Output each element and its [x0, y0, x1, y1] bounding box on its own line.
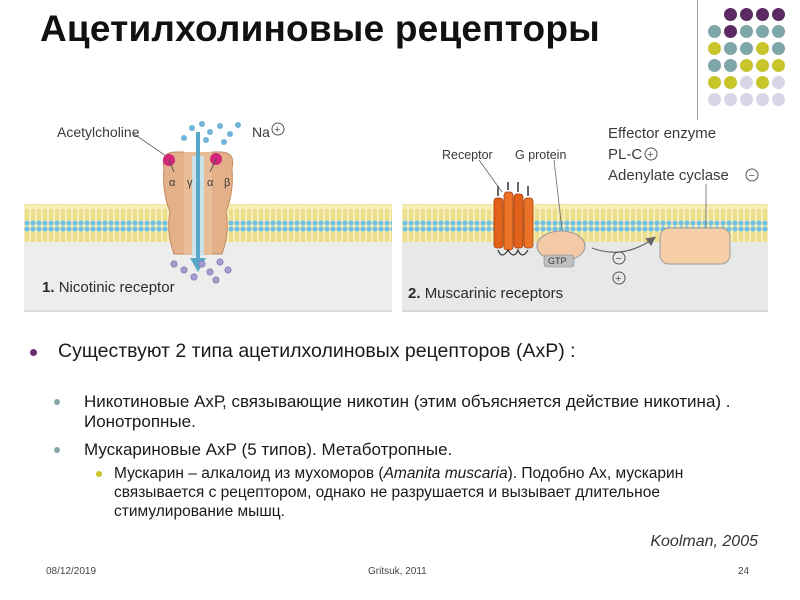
- decor-dot: [724, 42, 737, 55]
- decor-dot: [724, 25, 737, 38]
- decor-dot: [756, 93, 769, 106]
- svg-text:−: −: [749, 170, 755, 182]
- page-number: 24: [738, 566, 750, 577]
- negative-charge-icon: [745, 168, 759, 182]
- negative-regulation-icon: [612, 251, 626, 265]
- bullet-dot: [30, 349, 37, 356]
- decor-dot: [708, 76, 721, 89]
- muscarinic-panel: GTP − + Receptor G protein Effector enzy…: [402, 125, 768, 312]
- acetylcholine-label: Acetylcholine: [57, 124, 140, 140]
- decor-dot: [724, 76, 737, 89]
- decor-dot: [740, 42, 753, 55]
- decor-dot: [772, 93, 785, 106]
- receptor-helices: [493, 182, 534, 256]
- positive-charge-icon: [271, 122, 285, 136]
- bullet-dot: [54, 399, 60, 405]
- subunit-label: γ: [187, 177, 193, 189]
- receptor-label: Receptor: [442, 148, 493, 162]
- title-divider: [697, 0, 698, 120]
- footer-author: Gritsuk, 2011: [368, 566, 427, 577]
- decor-dot: [772, 42, 785, 55]
- decor-dot: [772, 25, 785, 38]
- decor-dot: [708, 59, 721, 72]
- decor-dot: [772, 8, 785, 21]
- decor-dot: [708, 93, 721, 106]
- decor-dot: [772, 76, 785, 89]
- gtp-label: GTP: [548, 256, 567, 266]
- subunit-label: α: [207, 177, 214, 189]
- decor-dot: [772, 59, 785, 72]
- decor-dot: [756, 8, 769, 21]
- decor-dot: [756, 76, 769, 89]
- svg-text:+: +: [615, 273, 621, 285]
- decor-dot: [740, 25, 753, 38]
- effector-enzyme: [659, 227, 731, 265]
- decor-dot: [724, 93, 737, 106]
- decor-dot: [724, 59, 737, 72]
- gprotein-label: G protein: [515, 148, 566, 162]
- receptor-diagram: Acetylcholine Na + α γ α β GTP: [24, 121, 768, 312]
- decor-dot: [756, 42, 769, 55]
- bullet-dot: [54, 447, 60, 453]
- subunit-label: α: [169, 177, 176, 189]
- plc-label: PL-C: [608, 146, 642, 163]
- muscarinic-caption: 2. Muscarinic receptors: [408, 285, 564, 302]
- sodium-label: Na: [252, 124, 270, 140]
- adenylate-cyclase-label: Adenylate cyclase: [608, 167, 729, 184]
- sodium-ions: [181, 121, 241, 145]
- nicotinic-caption: 1. Nicotinic receptor: [42, 279, 175, 296]
- decor-dot: [740, 59, 753, 72]
- decor-dot: [708, 25, 721, 38]
- effector-title: Effector enzyme: [608, 125, 716, 142]
- decor-dot: [740, 8, 753, 21]
- decor-dot: [724, 8, 737, 21]
- positive-charge-icon: [644, 147, 658, 161]
- decor-dot: [740, 93, 753, 106]
- svg-text:+: +: [647, 149, 653, 161]
- citation: Koolman, 2005: [650, 533, 758, 550]
- decor-dot: [708, 42, 721, 55]
- slide-title: Ацетилхолиновые рецепторы: [40, 8, 600, 49]
- svg-text:+: +: [274, 124, 280, 136]
- bullet-dot: [96, 471, 102, 477]
- decor-dot: [756, 25, 769, 38]
- decor-dot: [740, 76, 753, 89]
- nicotinic-panel: Acetylcholine Na + α γ α β: [24, 121, 392, 312]
- positive-regulation-icon: [612, 271, 626, 285]
- footer-date: 08/12/2019: [46, 566, 97, 577]
- intracellular-ions: [170, 258, 232, 284]
- subunit-label: β: [224, 177, 230, 189]
- svg-text:−: −: [616, 253, 622, 265]
- decor-dot: [756, 59, 769, 72]
